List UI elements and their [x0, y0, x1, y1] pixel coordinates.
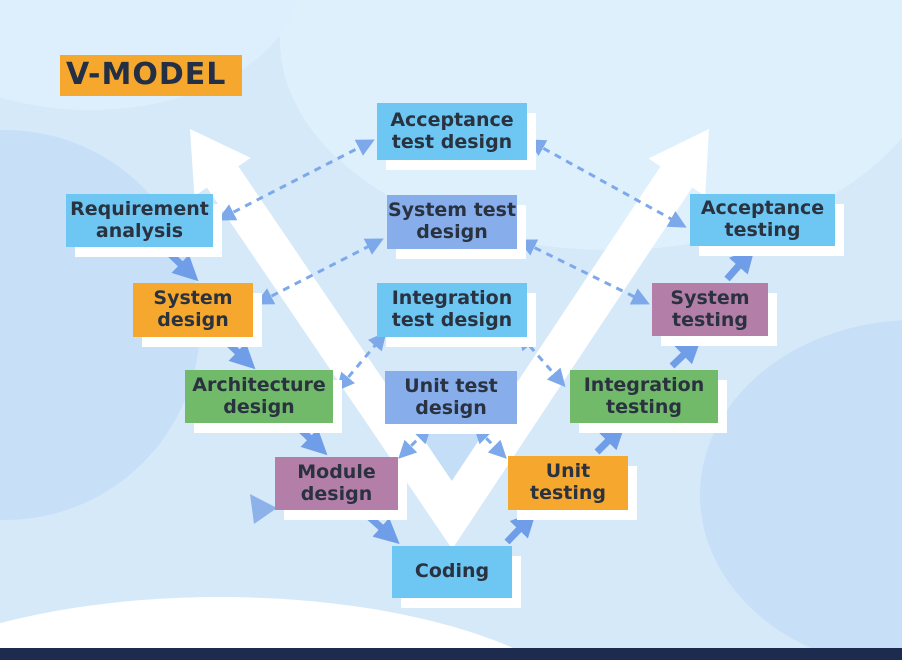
- node-system-testing: System testing: [652, 283, 768, 336]
- node-label: Acceptance testing: [700, 197, 825, 241]
- node-label: Integration test design: [391, 287, 513, 331]
- node-label: Module design: [297, 460, 376, 505]
- solid-arrow-coding-to-unittesting: [504, 511, 537, 545]
- node-label: Integration testing: [583, 373, 705, 418]
- dashed-link-architecture-integrationtestdesign: [336, 331, 387, 392]
- solid-arrow-requirement-to-systemdesign: [165, 249, 199, 282]
- node-system-test-design: System test design: [387, 195, 517, 249]
- node-unit-testing: Unit testing: [508, 456, 628, 510]
- dashed-link-systemtestdesign-systemtesting: [518, 239, 650, 305]
- node-label: Unit testing: [530, 460, 606, 504]
- node-architecture-design: Architecture design: [185, 370, 333, 423]
- node-label: System test design: [387, 199, 517, 243]
- node-requirement-analysis: Requirement analysis: [66, 194, 213, 247]
- dashed-link-systemdesign-systemtestdesign: [255, 238, 384, 305]
- solid-arrow-module-to-coding: [363, 511, 400, 545]
- solid-arrow-unittesting-to-integrationtesting: [594, 423, 626, 455]
- node-label: Acceptance test design: [390, 108, 514, 153]
- dashed-link-acceptancetestdesign-acceptancetesting: [527, 139, 687, 228]
- solid-arrow-integrationtesting-to-systemtesting: [669, 337, 702, 369]
- page-title: V-MODEL: [60, 55, 243, 96]
- solid-arrow-systemdesign-to-architecture: [223, 338, 256, 370]
- node-unit-test-design: Unit test design: [385, 371, 517, 424]
- node-label: Requirement analysis: [70, 197, 209, 242]
- node-label: System testing: [670, 286, 750, 331]
- node-acceptance-testing: Acceptance testing: [690, 194, 835, 246]
- dashed-link-unittestdesign-unittesting: [473, 425, 507, 459]
- node-integration-testing: Integration testing: [570, 370, 718, 423]
- node-label: Unit test design: [404, 374, 498, 419]
- node-label: System design: [153, 287, 233, 331]
- decorative-triangle: [250, 494, 277, 524]
- dashed-link-integrationtestdesign-integrationtesting: [517, 331, 566, 388]
- node-module-design: Module design: [275, 457, 398, 510]
- node-integration-test-design: Integration test design: [377, 283, 527, 337]
- node-system-design: System design: [133, 283, 253, 337]
- node-label: Coding: [414, 560, 490, 583]
- node-acceptance-test-design: Acceptance test design: [377, 103, 527, 160]
- dashed-link-requirement-acceptancetestdesign: [217, 139, 375, 221]
- solid-arrow-architecture-to-module: [295, 424, 328, 456]
- dashed-link-moduledesign-unittestdesign: [398, 425, 432, 459]
- solid-arrow-systemtesting-to-acceptancetesting: [724, 247, 756, 282]
- node-coding: Coding: [392, 546, 512, 598]
- node-label: Architecture design: [192, 373, 326, 418]
- bottom-accent-bar: [0, 648, 902, 660]
